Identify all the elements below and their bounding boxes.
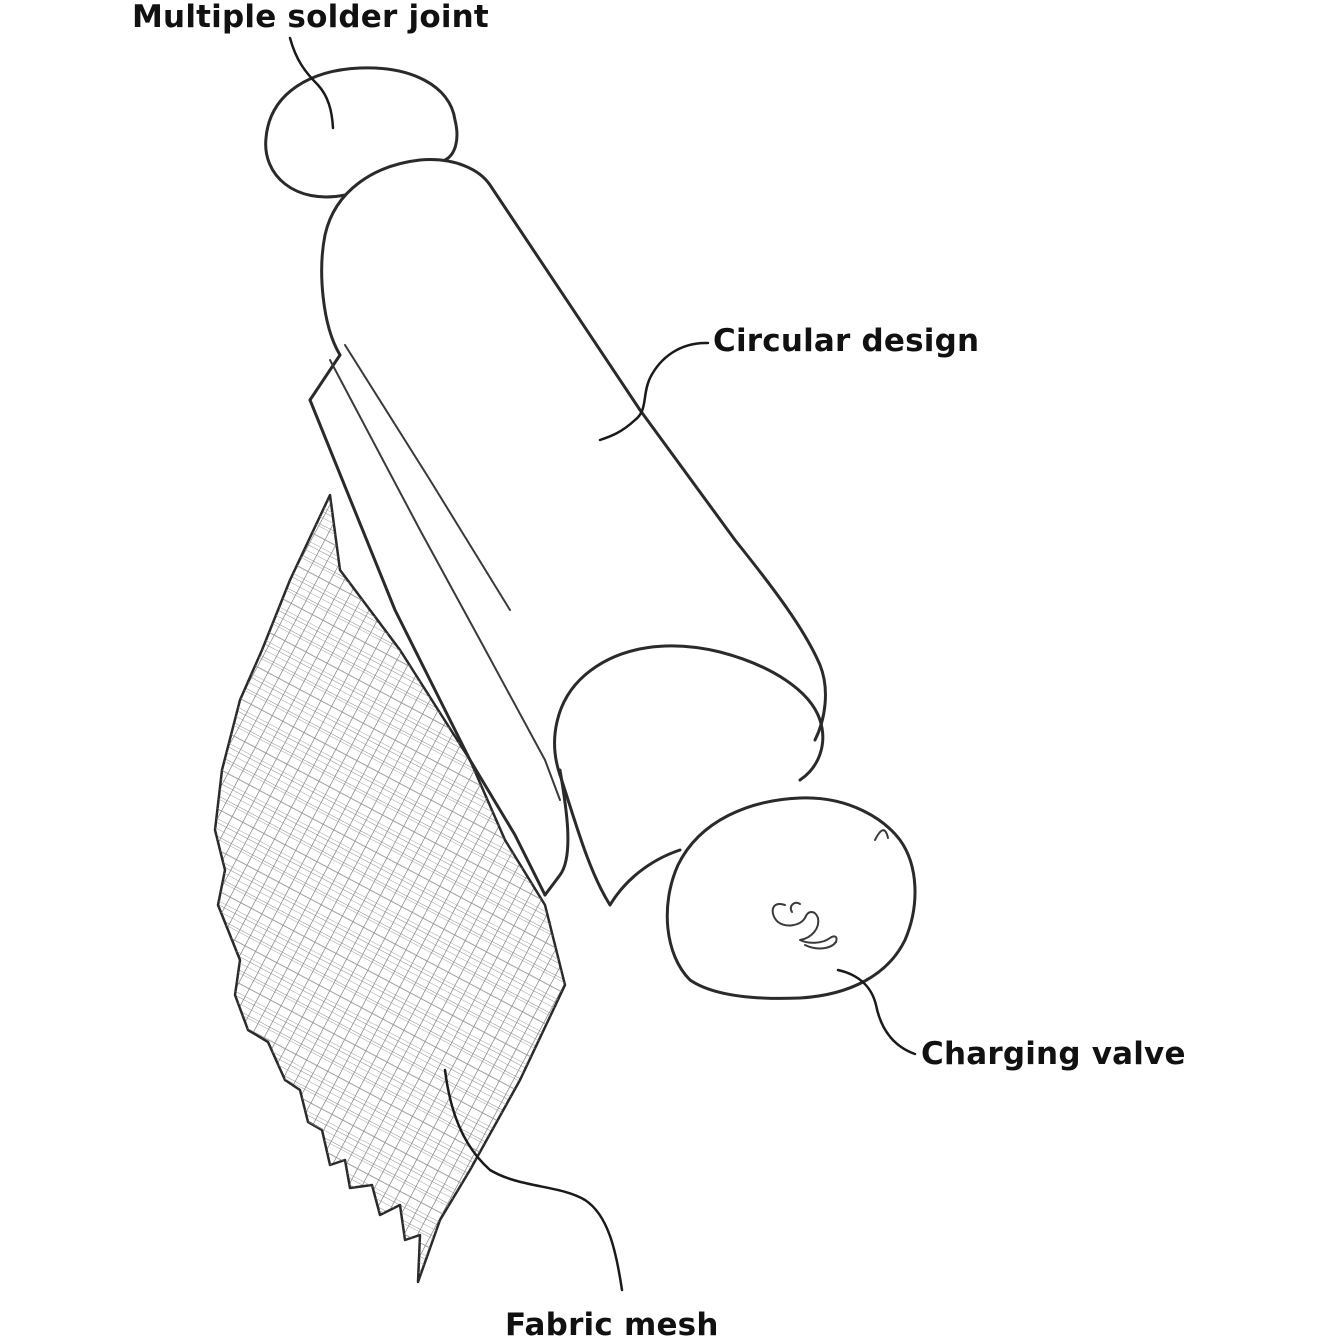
leader-line-solder [288, 36, 335, 130]
fabric-mesh-shape [213, 493, 567, 1284]
charging-valve-cap [665, 796, 917, 1000]
label-charging-valve: Charging valve [921, 1036, 1186, 1072]
leader-line-charging [836, 968, 917, 1056]
label-circular-design: Circular design [713, 323, 980, 359]
solder-joint-circle [264, 66, 459, 199]
leader-line-fabric [443, 1068, 624, 1292]
leader-line-circular [598, 341, 710, 442]
cylinder-body [308, 158, 827, 907]
label-multiple-solder-joint: Multiple solder joint [132, 0, 489, 35]
label-fabric-mesh: Fabric mesh [505, 1307, 719, 1343]
